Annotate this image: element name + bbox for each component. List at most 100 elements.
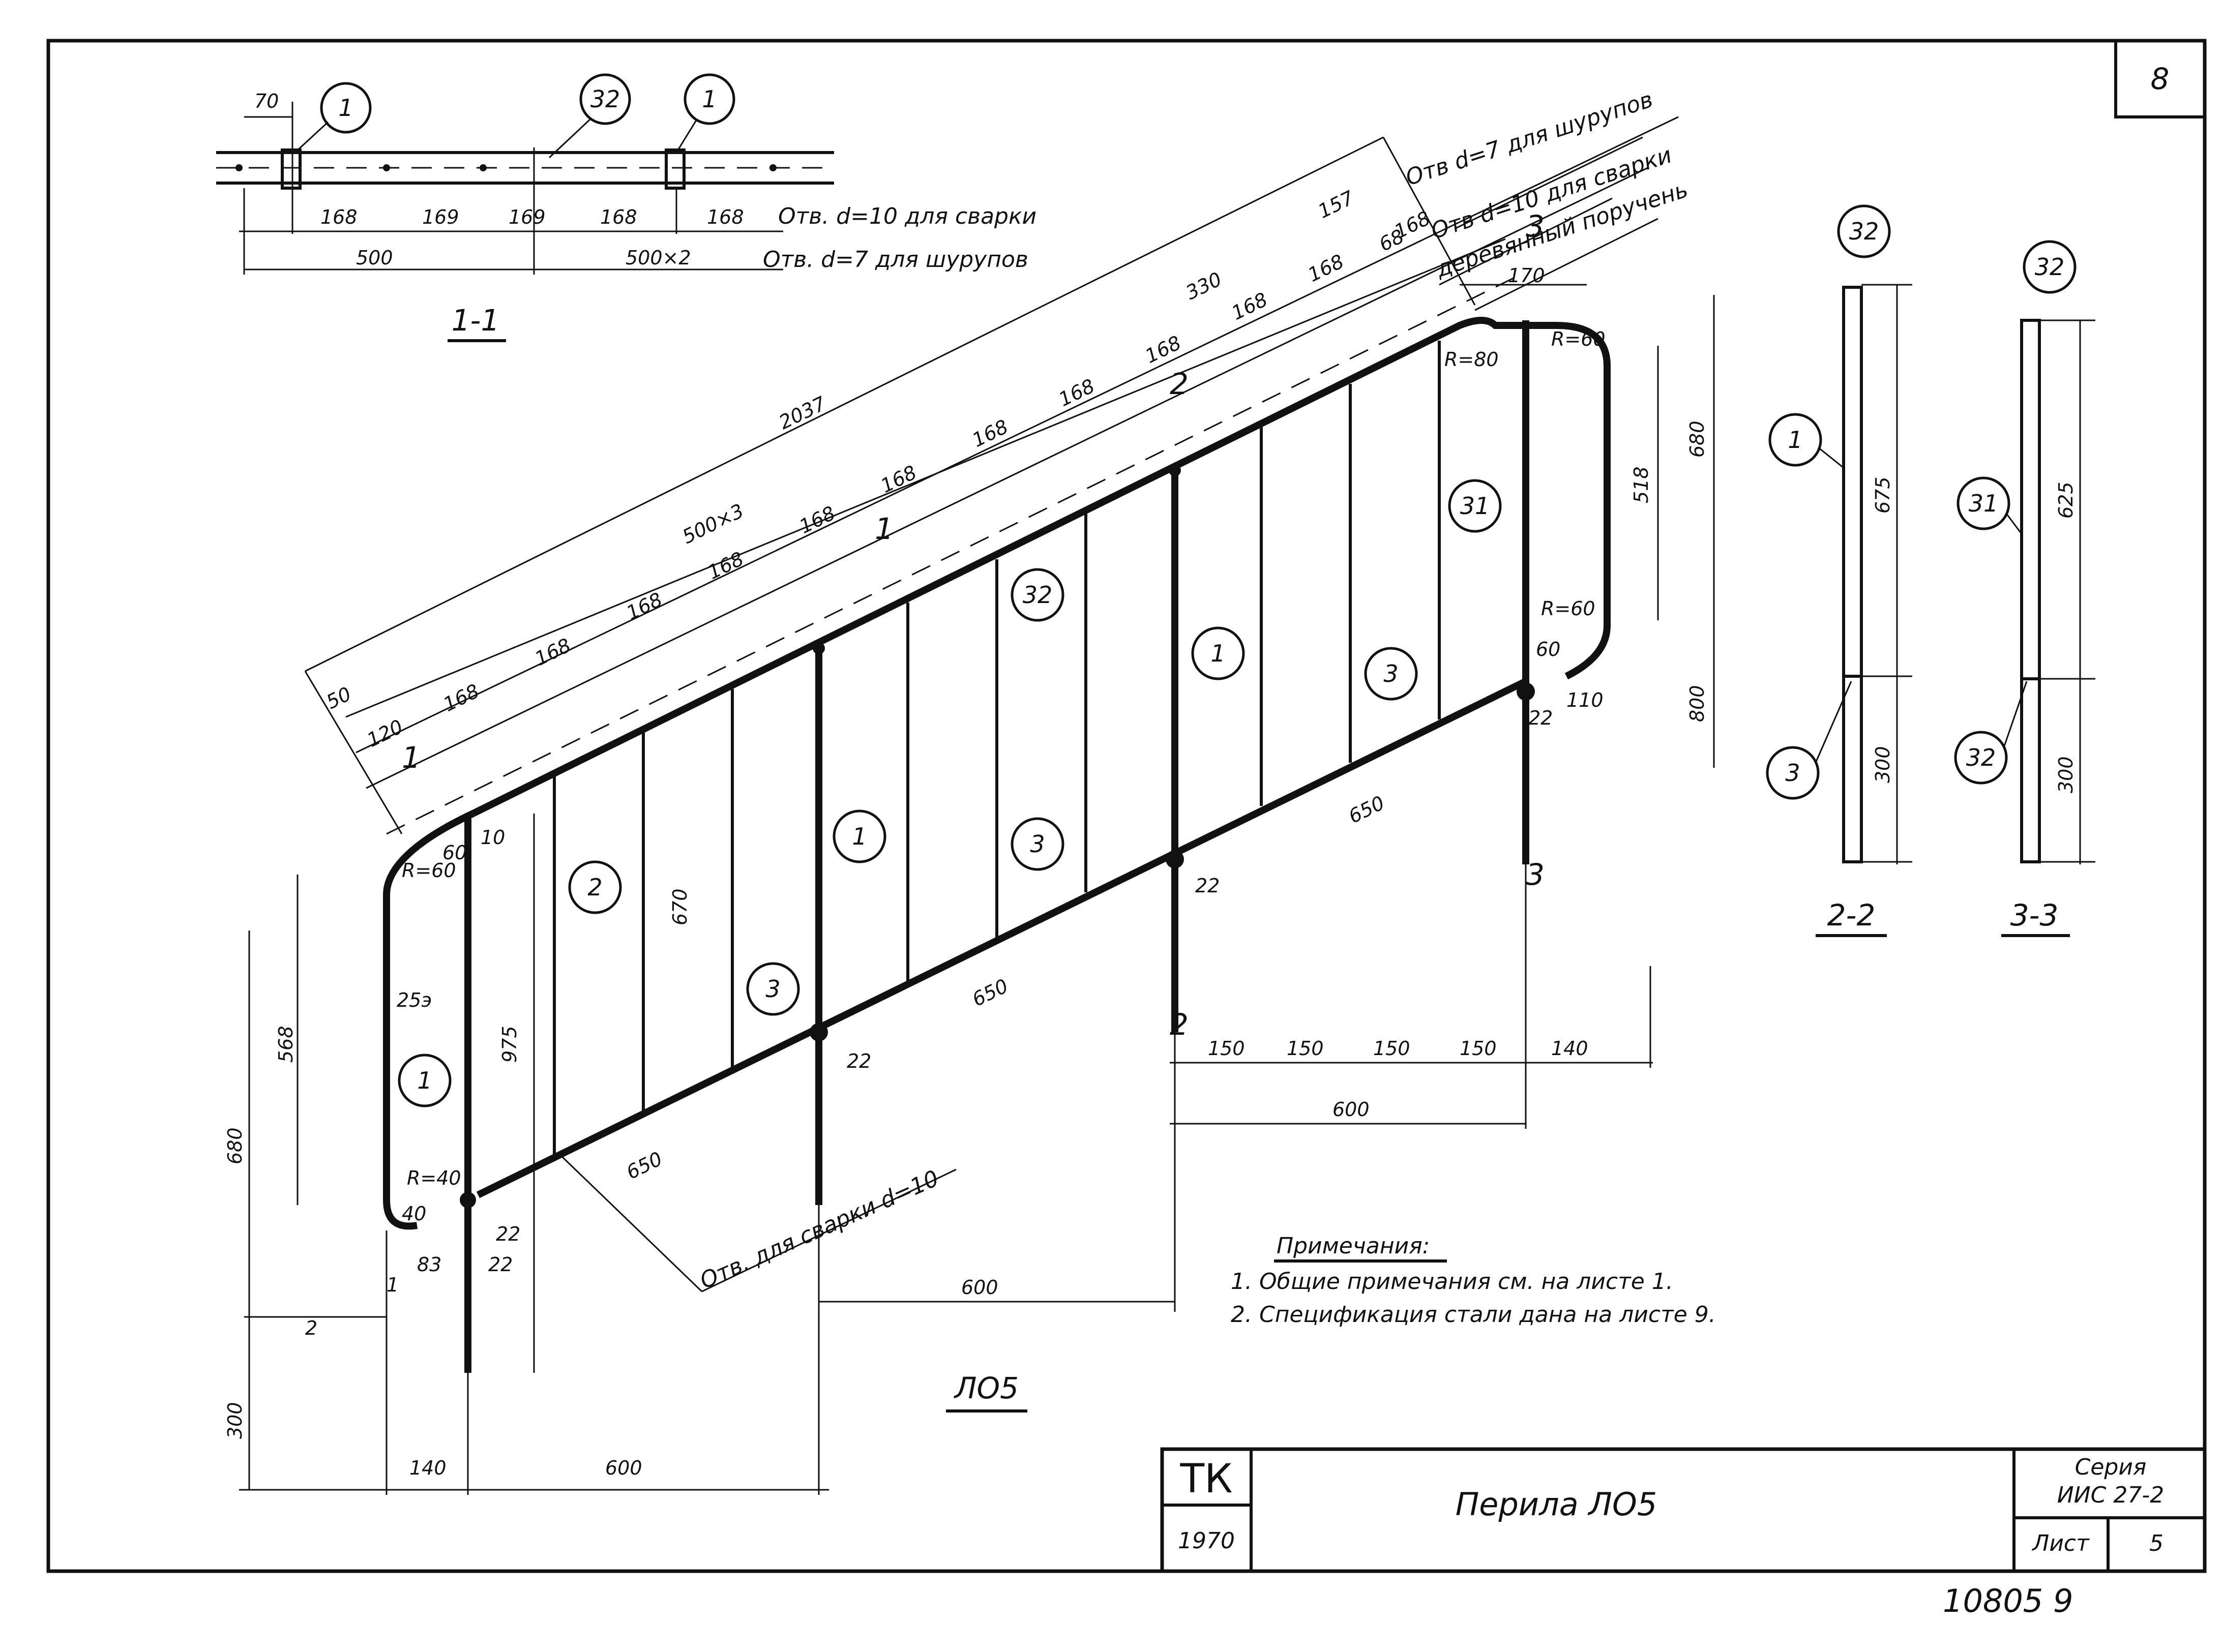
sec11-dim-168b: 168 bbox=[600, 206, 637, 228]
dim-left-2: 2 bbox=[305, 1317, 317, 1339]
section-1-1: 70 168 169 169 168 168 500 500×2 Отв. d=… bbox=[216, 73, 1036, 342]
sec33-dim-300: 300 bbox=[2055, 756, 2077, 793]
callout-3-b: 3 bbox=[1011, 817, 1064, 871]
sec22-callout-3: 3 bbox=[1766, 746, 1820, 800]
dim-right-170: 170 bbox=[1508, 264, 1545, 287]
title-block-series-value: ИИС 27-2 bbox=[2057, 1482, 2164, 1508]
dim-right-680: 680 bbox=[1686, 420, 1708, 458]
sec33-dim-625: 625 bbox=[2055, 482, 2077, 519]
callout-3-c: 3 bbox=[1364, 647, 1418, 701]
dim-right-R60: R=60 bbox=[1551, 328, 1606, 350]
dim-bottom-600a: 600 bbox=[605, 1457, 642, 1479]
corner-sheet-box bbox=[2114, 39, 2206, 118]
callout-2: 2 bbox=[568, 860, 622, 914]
title-block: ТК 1970 Перила ЛО5 Серия ИИС 27-2 Лист 5 bbox=[1160, 1447, 2207, 1573]
dim-left-25e: 25э bbox=[397, 989, 432, 1011]
note-item-2: 2. Спецификация стали дана на листе 9. bbox=[1231, 1302, 1716, 1328]
dim-mid-22d: 22 bbox=[488, 1253, 513, 1276]
dim-left-300: 300 bbox=[224, 1402, 246, 1439]
dim-mid-22c: 22 bbox=[1528, 707, 1553, 729]
svg-text:32: 32 bbox=[2035, 253, 2065, 281]
dim-left-60: 60 bbox=[442, 842, 467, 864]
svg-text:2: 2 bbox=[587, 874, 602, 901]
section-mark-2a: 2 bbox=[1170, 367, 1189, 401]
dim-top-2037: 2037 bbox=[776, 392, 829, 434]
sheet-frame bbox=[46, 39, 2207, 1573]
svg-text:32: 32 bbox=[1023, 581, 1053, 609]
svg-text:1: 1 bbox=[1788, 426, 1802, 454]
title-block-sheet-value: 5 bbox=[2149, 1530, 2163, 1556]
sec11-dim-500x2: 500×2 bbox=[626, 247, 691, 269]
dim-top-168-1: 168 bbox=[440, 680, 483, 716]
dim-br-150c: 150 bbox=[1373, 1037, 1410, 1060]
sec22-callout-32: 32 bbox=[1837, 204, 1891, 258]
title-block-sheet-label: Лист bbox=[2031, 1530, 2090, 1556]
sec11-callout-1a: 1 bbox=[320, 82, 372, 134]
sec11-callout-32: 32 bbox=[579, 73, 631, 125]
section-3-3: 625 300 32 31 32 3-3 bbox=[1954, 240, 2095, 937]
callout-3-a: 3 bbox=[746, 962, 800, 1016]
sec11-dim-70: 70 bbox=[254, 90, 279, 112]
note-item-1: 1. Общие примечания см. на листе 1. bbox=[1231, 1269, 1673, 1295]
sec11-callout-1b: 1 bbox=[684, 73, 735, 125]
dim-top-168-10: 168 bbox=[1228, 288, 1271, 324]
section-mark-1b: 1 bbox=[875, 512, 894, 546]
dim-left-650: 650 bbox=[623, 1148, 666, 1184]
dim-top-168-7: 168 bbox=[969, 415, 1012, 452]
dim-top-168-9: 168 bbox=[1142, 332, 1184, 368]
section-mark-3b: 3 bbox=[1526, 857, 1545, 892]
sec33-callout-31: 31 bbox=[1957, 476, 2010, 530]
dim-mid-22a: 22 bbox=[847, 1050, 871, 1072]
sec22-callout-1: 1 bbox=[1768, 413, 1822, 467]
dim-left-10: 10 bbox=[481, 826, 505, 849]
view-title-lo5: ЛО5 bbox=[954, 1371, 1019, 1405]
svg-text:3: 3 bbox=[765, 975, 780, 1003]
dim-mid-650b: 650 bbox=[1345, 792, 1388, 828]
dim-br-600: 600 bbox=[1332, 1098, 1370, 1121]
dim-left-R60: R=60 bbox=[402, 859, 456, 882]
callout-1-post2: 1 bbox=[833, 809, 886, 863]
dim-br-150b: 150 bbox=[1287, 1037, 1324, 1060]
callout-1-left: 1 bbox=[398, 1054, 452, 1107]
dim-top-168-11: 168 bbox=[1305, 250, 1347, 286]
svg-text:1: 1 bbox=[417, 1067, 432, 1094]
section-mark-3a: 3 bbox=[1526, 209, 1545, 244]
title-block-series-label: Серия bbox=[2075, 1454, 2147, 1480]
footer-number: 10805 9 bbox=[1943, 1582, 2073, 1619]
dim-left-680: 680 bbox=[224, 1127, 246, 1164]
sec33-callout-32b: 32 bbox=[1954, 731, 2008, 785]
svg-text:3: 3 bbox=[1030, 830, 1045, 858]
dim-bottom-140: 140 bbox=[409, 1457, 447, 1479]
dim-top-330: 330 bbox=[1182, 268, 1225, 304]
sec22-title: 2-2 bbox=[1827, 898, 1876, 933]
dim-right-518: 518 bbox=[1630, 466, 1652, 503]
dim-right-800: 800 bbox=[1686, 685, 1708, 722]
sec11-dim-169a: 169 bbox=[422, 206, 459, 228]
dim-left-670: 670 bbox=[669, 888, 691, 925]
svg-text:1: 1 bbox=[702, 85, 717, 113]
svg-text:1: 1 bbox=[1210, 640, 1225, 667]
dim-top-168-5: 168 bbox=[796, 502, 839, 538]
dim-left-40: 40 bbox=[402, 1203, 426, 1225]
svg-text:32: 32 bbox=[1849, 218, 1879, 245]
callout-1-post3: 1 bbox=[1191, 626, 1245, 680]
svg-text:32: 32 bbox=[590, 85, 620, 113]
dim-right-60: 60 bbox=[1536, 638, 1560, 660]
notes-heading: Примечания: bbox=[1277, 1233, 1430, 1259]
dim-top-157: 157 bbox=[1315, 187, 1357, 223]
sec11-dim-500: 500 bbox=[356, 247, 393, 269]
dim-top-500x3: 500×3 bbox=[679, 499, 748, 548]
section-mark-2b: 2 bbox=[1170, 1007, 1189, 1042]
dim-mid-650a: 650 bbox=[969, 975, 1012, 1011]
dim-right-R60b: R=60 bbox=[1541, 597, 1595, 620]
svg-text:3: 3 bbox=[1785, 759, 1800, 787]
sec11-dim-168c: 168 bbox=[707, 206, 744, 228]
sec11-title: 1-1 bbox=[452, 303, 500, 338]
callout-32: 32 bbox=[1011, 568, 1064, 622]
svg-text:3: 3 bbox=[1383, 660, 1398, 687]
corner-sheet-number: 8 bbox=[2151, 62, 2170, 96]
section-2-2: 675 300 32 1 3 2-2 bbox=[1766, 204, 1912, 937]
dim-top-168-4: 168 bbox=[704, 548, 747, 584]
svg-text:31: 31 bbox=[1460, 492, 1490, 520]
